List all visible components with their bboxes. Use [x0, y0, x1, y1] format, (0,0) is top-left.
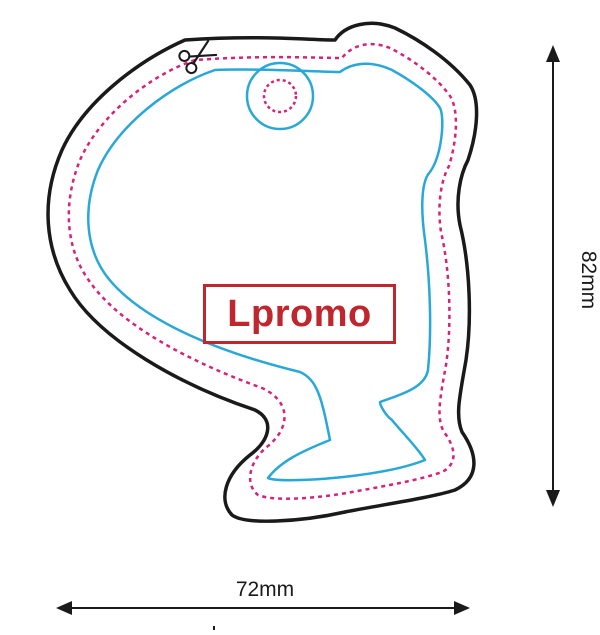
hang-hole-outer: [245, 61, 315, 131]
safe-line: [87, 62, 444, 482]
logo-text: Lpromo: [227, 293, 372, 335]
logo-box: Lpromo: [203, 284, 396, 344]
outer-outline: [46, 21, 479, 523]
scissors-icon: [178, 39, 218, 75]
height-label: 82mm: [577, 250, 600, 310]
hang-hole-inner: [262, 78, 298, 114]
height-dimension-arrow: [546, 45, 560, 507]
width-dimension-arrow: [56, 601, 470, 630]
width-label: 72mm: [235, 578, 295, 601]
cut-line: [67, 42, 458, 500]
